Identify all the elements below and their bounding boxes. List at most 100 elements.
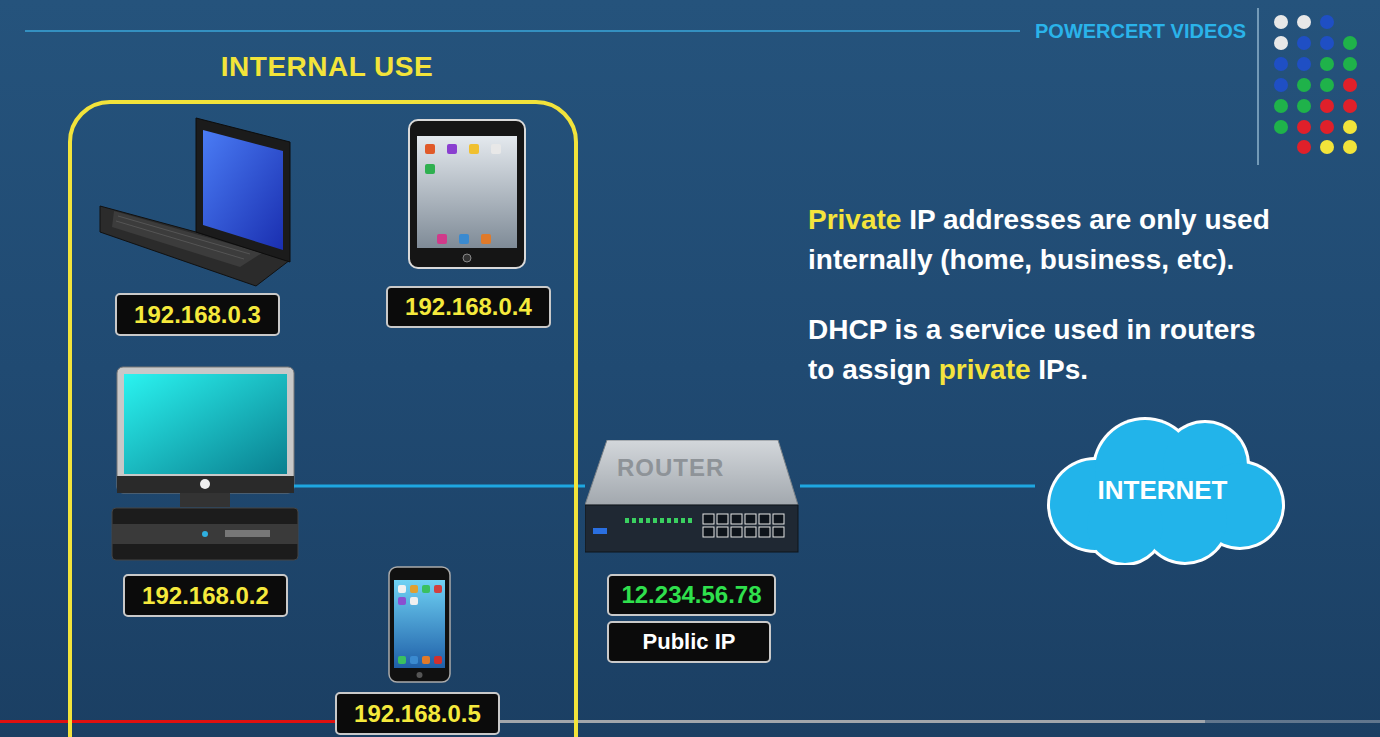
network-link — [800, 485, 1035, 488]
progress-played — [0, 720, 335, 723]
ethernet-port — [717, 527, 728, 537]
app-icon — [481, 234, 491, 244]
public-ip-caption-box: Public IP — [607, 621, 771, 663]
case-led — [202, 531, 208, 537]
logo-dot — [1343, 140, 1357, 154]
network-link — [578, 485, 585, 488]
router-device: ROUTER — [585, 440, 800, 553]
highlight-word: private — [939, 354, 1031, 385]
ethernet-port — [703, 527, 714, 537]
app-icon — [469, 144, 479, 154]
ip-address: 12.234.56.78 — [621, 581, 761, 609]
logo-dot — [1343, 57, 1357, 71]
logo-dot — [1343, 120, 1357, 134]
router-front — [585, 505, 798, 552]
monitor-screen — [124, 374, 287, 474]
logo-dot — [1274, 78, 1288, 92]
body-text: IPs. — [1038, 354, 1088, 385]
note-paragraph: DHCP is a service used in routers to ass… — [808, 310, 1280, 390]
app-icon — [422, 656, 430, 664]
logo-dot — [1297, 99, 1311, 113]
ethernet-port — [731, 527, 742, 537]
status-led — [625, 518, 629, 523]
ip-address-box: 192.168.0.2 — [123, 574, 288, 617]
phone-illustration — [389, 567, 450, 682]
note-paragraph: PrivateIP addresses are only used intern… — [808, 200, 1280, 280]
app-icon — [434, 585, 442, 593]
app-icon — [447, 144, 457, 154]
status-led — [667, 518, 671, 523]
home-button — [463, 254, 471, 262]
logo-dot — [1274, 57, 1288, 71]
app-icon — [437, 234, 447, 244]
logo-dot — [1320, 36, 1334, 50]
status-led — [681, 518, 685, 523]
channel-name: POWERCERT VIDEOS — [1035, 20, 1246, 42]
logo-dot — [1320, 78, 1334, 92]
ethernet-port — [759, 527, 770, 537]
router-top — [585, 440, 798, 505]
logo-dot — [1297, 36, 1311, 50]
internal-network-region: 192.168.0.3 192.168.0.4 192.168.0.2 192.168… — [68, 100, 578, 737]
status-led — [632, 518, 636, 523]
ethernet-port — [759, 514, 770, 524]
laptop-illustration — [100, 118, 290, 286]
ethernet-port — [731, 514, 742, 524]
phone-body — [389, 567, 450, 682]
logo-dot — [1343, 78, 1357, 92]
status-led — [639, 518, 643, 523]
status-led — [674, 518, 678, 523]
caption-text: Public IP — [643, 628, 736, 656]
ip-address: 192.168.0.4 — [405, 293, 532, 321]
desktop-illustration — [112, 367, 298, 560]
logo-dot — [1343, 36, 1357, 50]
ip-address-box: 192.168.0.4 — [386, 286, 551, 328]
ip-address-box: 192.168.0.3 — [115, 293, 280, 336]
logo-dot — [1274, 99, 1288, 113]
app-icon — [398, 656, 406, 664]
logo-dot — [1297, 15, 1311, 29]
header-rule — [25, 30, 1020, 32]
ip-address-box: 192.168.0.5 — [335, 692, 500, 735]
status-led — [653, 518, 657, 523]
public-ip-box: 12.234.56.78 — [607, 574, 776, 616]
logo-dot — [1297, 78, 1311, 92]
logo-dot — [1320, 57, 1334, 71]
ip-address: 192.168.0.2 — [142, 582, 269, 610]
app-icon — [410, 585, 418, 593]
progress-rest — [1205, 720, 1380, 723]
logo-dot — [1274, 120, 1288, 134]
status-led — [688, 518, 692, 523]
network-cable — [294, 485, 576, 488]
highlight-word: Private — [808, 204, 901, 235]
ethernet-port — [773, 514, 784, 524]
monitor-stand — [180, 493, 230, 507]
ethernet-port — [745, 514, 756, 524]
home-button — [417, 672, 423, 678]
logo-dot — [1274, 15, 1288, 29]
app-icon — [425, 164, 435, 174]
logo-dot — [1297, 140, 1311, 154]
drive-bay — [225, 530, 270, 537]
app-icon — [410, 656, 418, 664]
logo-dot — [1297, 57, 1311, 71]
cloud-label: INTERNET — [1098, 475, 1228, 505]
tablet-screen — [417, 136, 517, 248]
app-icon — [410, 597, 418, 605]
app-icon — [398, 597, 406, 605]
region-heading: INTERNAL USE — [76, 50, 578, 84]
status-led — [646, 518, 650, 523]
logo-dot — [1320, 15, 1334, 29]
internet-cloud: INTERNET — [1035, 410, 1290, 565]
computer-case — [112, 508, 298, 560]
case-front — [112, 524, 298, 544]
brand-block: POWERCERT VIDEOS — [1035, 19, 1255, 43]
app-icon — [398, 585, 406, 593]
logo-dot — [1320, 140, 1334, 154]
tablet-body — [409, 120, 525, 268]
app-icon — [425, 144, 435, 154]
ip-address: 192.168.0.3 — [134, 301, 261, 329]
video-progress-bar — [0, 720, 1380, 723]
ethernet-port — [703, 514, 714, 524]
router-badge — [593, 528, 607, 534]
